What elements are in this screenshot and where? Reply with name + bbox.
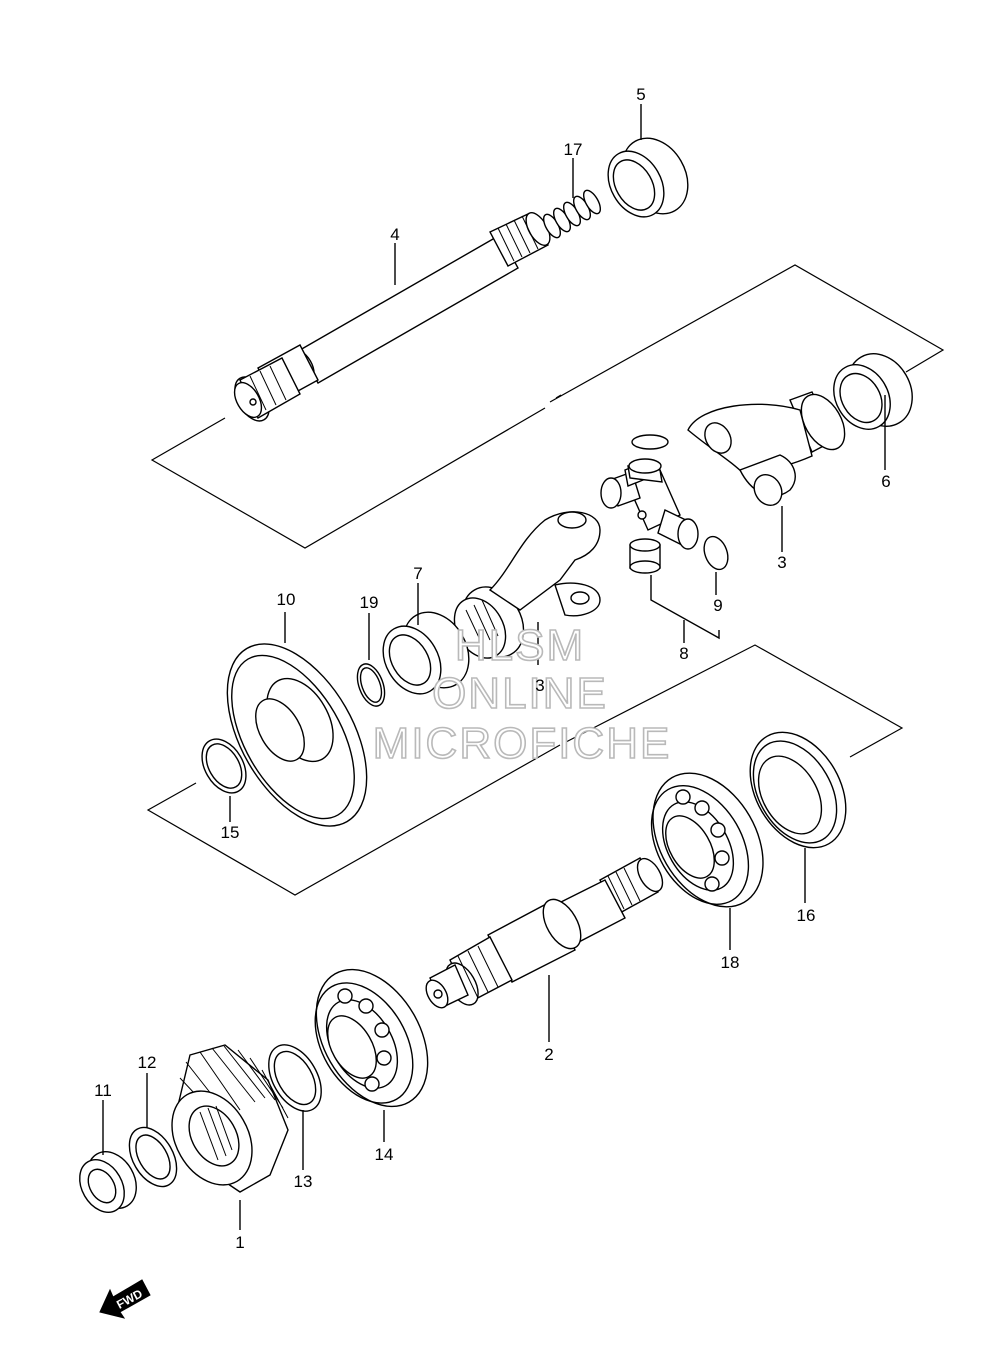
thrust-washer (128, 1126, 178, 1188)
o-ring-15 (201, 738, 247, 794)
callout-11: 11 (94, 1081, 112, 1100)
leader-lines (102, 104, 886, 1230)
rubber-boot-lower (833, 353, 913, 430)
callout-15: 15 (221, 823, 240, 842)
callout-9: 9 (713, 596, 722, 615)
watermark-line-2: ONLINE (432, 669, 608, 718)
housing-cover (226, 643, 368, 827)
snap-ring-19 (356, 663, 386, 707)
callout-10: 10 (277, 590, 296, 609)
callout-17: 17 (564, 140, 583, 159)
watermark-line-1: HLSM (455, 621, 585, 670)
callout-6: 6 (881, 472, 890, 491)
watermark-line-3: MICROFICHE (373, 719, 672, 768)
callout-4: 4 (390, 225, 399, 244)
coil-spring (542, 189, 602, 239)
callout-19: 19 (360, 593, 379, 612)
callout-8: 8 (679, 644, 688, 663)
callout-1: 1 (235, 1233, 244, 1252)
intermediate-shaft (233, 212, 551, 422)
rubber-boot-upper (607, 137, 689, 218)
universal-joint-spider (600, 434, 699, 574)
callout-13: 13 (294, 1172, 313, 1191)
universal-yoke-right (687, 391, 846, 507)
universal-yoke-left (453, 511, 601, 659)
callout-2: 2 (544, 1045, 553, 1064)
fwd-arrow-icon: FWD (99, 1279, 151, 1319)
bevel-gear (171, 1044, 289, 1193)
watermark: HLSM ONLINE MICROFICHE (372, 620, 672, 769)
bearing-collar (382, 611, 470, 695)
ball-bearing-lower (314, 968, 429, 1108)
callout-7: 7 (413, 564, 422, 583)
callout-labels: 1 2 3 3 4 5 6 7 8 9 10 11 12 13 14 15 16… (94, 85, 891, 1252)
lock-nut (79, 1151, 137, 1213)
callout-14: 14 (375, 1145, 394, 1164)
lower-assembly-frame (146, 644, 904, 896)
callout-3-yoke-left: 3 (535, 676, 544, 695)
ball-bearing-upper (650, 772, 764, 908)
callout-12: 12 (138, 1053, 157, 1072)
callout-18: 18 (721, 953, 740, 972)
output-shaft (425, 857, 664, 1009)
callout-5: 5 (636, 85, 645, 104)
circlip-9 (703, 535, 729, 571)
shim-washer (268, 1044, 322, 1112)
callout-16: 16 (797, 906, 816, 925)
oil-seal (749, 731, 847, 849)
callout-3-yoke-right: 3 (777, 553, 786, 572)
upper-assembly-frame (150, 264, 945, 549)
